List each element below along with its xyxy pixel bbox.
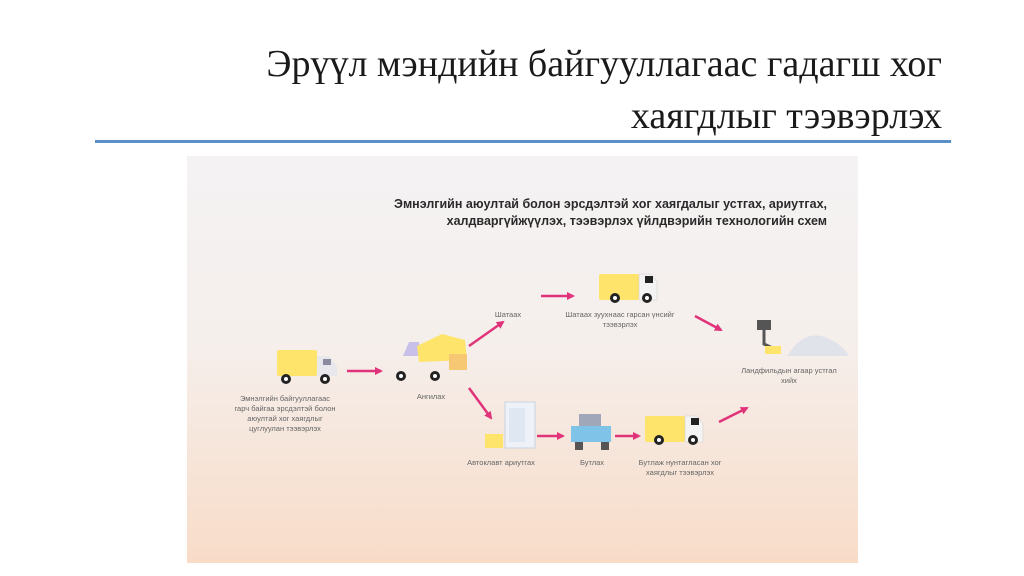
label-crushed-transport: Бутлаж нунтагласан хог хаягдлыг тээвэрлэ… <box>638 458 722 477</box>
arrow-sort-to-incinerate <box>468 320 505 348</box>
collection-truck-icon <box>277 350 337 384</box>
title-divider <box>95 140 951 143</box>
process-diagram: Эмнэлгийн аюултай болон эрсдэлтэй хог ха… <box>187 156 858 563</box>
slide-title: Эрүүл мэндийн байгууллагаас гадагш хог х… <box>82 38 942 142</box>
ash-truck-icon <box>599 273 658 303</box>
arrow-sort-to-autoclave <box>467 387 493 420</box>
label-landfill: Ландфильдын агаар устгал хийх <box>741 366 837 385</box>
arrow-truck-to-landfill <box>718 406 749 424</box>
slide-title-line1: Эрүүл мэндийн байгууллагаас гадагш хог <box>266 43 942 85</box>
diagram-title: Эмнэлгийн аюултай болон эрсдэлтэй хог ха… <box>227 196 827 230</box>
label-sorting: Ангилах <box>416 392 446 401</box>
arrow-ash-to-landfill <box>694 314 723 332</box>
label-crushing: Бутлах <box>579 458 605 467</box>
slide-title-line2: хаягдлыг тээвэрлэх <box>630 95 942 137</box>
label-incineration: Шатаах <box>494 310 522 319</box>
sorting-truck-icon <box>396 334 467 381</box>
landfill-icon <box>757 320 849 356</box>
diagram-title-line2: халдваргүйжүүлэх, тээвэрлэх үйлдвэрийн т… <box>446 214 827 228</box>
crusher-icon <box>571 414 611 450</box>
label-autoclave: Автоклавт ариутгах <box>467 458 535 467</box>
diagram-title-line1: Эмнэлгийн аюултай болон эрсдэлтэй хог ха… <box>394 197 827 211</box>
crushed-waste-truck-icon <box>645 415 704 445</box>
label-ash-transport: Шатаах зуухнаас гарсан үнсийг тээвэрлэх <box>565 310 675 329</box>
autoclave-icon <box>485 401 536 449</box>
flow-arrows <box>347 292 749 440</box>
diagram-artwork <box>277 273 849 450</box>
label-source: Эмнэлгийн байгууллагаас гарч байгаа эрсд… <box>234 394 336 433</box>
